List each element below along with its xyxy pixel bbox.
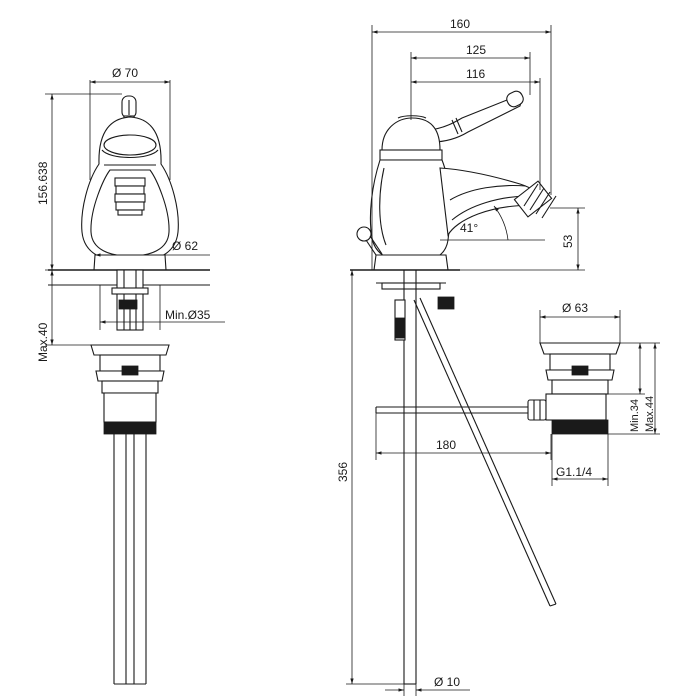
dim-rod-dia: Ø 10 <box>385 675 470 696</box>
dim-waste-thread: G1.1/4 <box>551 434 609 486</box>
side-nozzle <box>513 180 557 219</box>
side-cap <box>379 115 443 161</box>
label-front-deck: Max.40 <box>36 322 50 362</box>
dim-side-spout: 116 <box>411 67 541 190</box>
dim-front-deck: Max.40 <box>36 270 95 362</box>
front-shank <box>111 269 149 331</box>
dim-spout-angle: 41° <box>440 205 545 241</box>
label-spout-angle: 41° <box>460 221 478 235</box>
label-front-width: Ø 70 <box>112 66 138 80</box>
label-waste-max: Max.44 <box>644 396 656 432</box>
side-lift-rod <box>413 297 557 607</box>
label-waste-flange: Ø 63 <box>562 301 588 315</box>
label-side-lever: 125 <box>466 43 486 57</box>
side-base <box>350 254 460 290</box>
label-rod-dia: Ø 10 <box>434 675 460 689</box>
dim-front-height: 156.638 <box>36 93 122 271</box>
side-popup-knob <box>356 226 383 259</box>
dim-front-base: Ø 62 <box>95 239 210 257</box>
front-view: Ø 70 156.638 Ø 62 Min.Ø35 Max.40 <box>36 66 225 685</box>
side-waste <box>539 342 621 435</box>
label-rod-length: 356 <box>336 462 350 482</box>
side-view: 160 125 116 41° 53 <box>336 17 660 696</box>
side-shank <box>394 270 455 685</box>
dim-spout-height: 53 <box>450 207 585 271</box>
label-waste-min: Min.34 <box>629 399 641 432</box>
label-waste-thread: G1.1/4 <box>556 465 592 479</box>
label-front-height: 156.638 <box>36 161 50 205</box>
label-spout-height: 53 <box>561 234 575 248</box>
dim-side-overall: 160 <box>371 17 552 270</box>
side-spout <box>439 167 541 237</box>
front-tailpipe <box>113 434 147 685</box>
label-front-base: Ø 62 <box>172 239 198 253</box>
side-lever <box>429 90 524 143</box>
dim-front-width: Ø 70 <box>89 66 171 180</box>
dim-waste-flange: Ø 63 <box>539 301 621 343</box>
dim-waste-reach: 180 <box>375 413 552 460</box>
dim-rod-length: 356 <box>336 270 404 685</box>
label-side-spout: 116 <box>466 67 485 81</box>
dim-side-lever: 125 <box>410 43 531 120</box>
dim-waste-deck: Min.34 Max.44 <box>608 342 660 435</box>
label-front-hole: Min.Ø35 <box>165 308 211 322</box>
side-body <box>369 159 451 263</box>
dim-front-hole: Min.Ø35 <box>99 285 225 330</box>
label-waste-reach: 180 <box>436 438 456 452</box>
front-nozzle <box>114 177 146 216</box>
front-waste <box>90 344 170 435</box>
side-linkage <box>375 399 547 421</box>
label-side-overall: 160 <box>450 17 470 31</box>
